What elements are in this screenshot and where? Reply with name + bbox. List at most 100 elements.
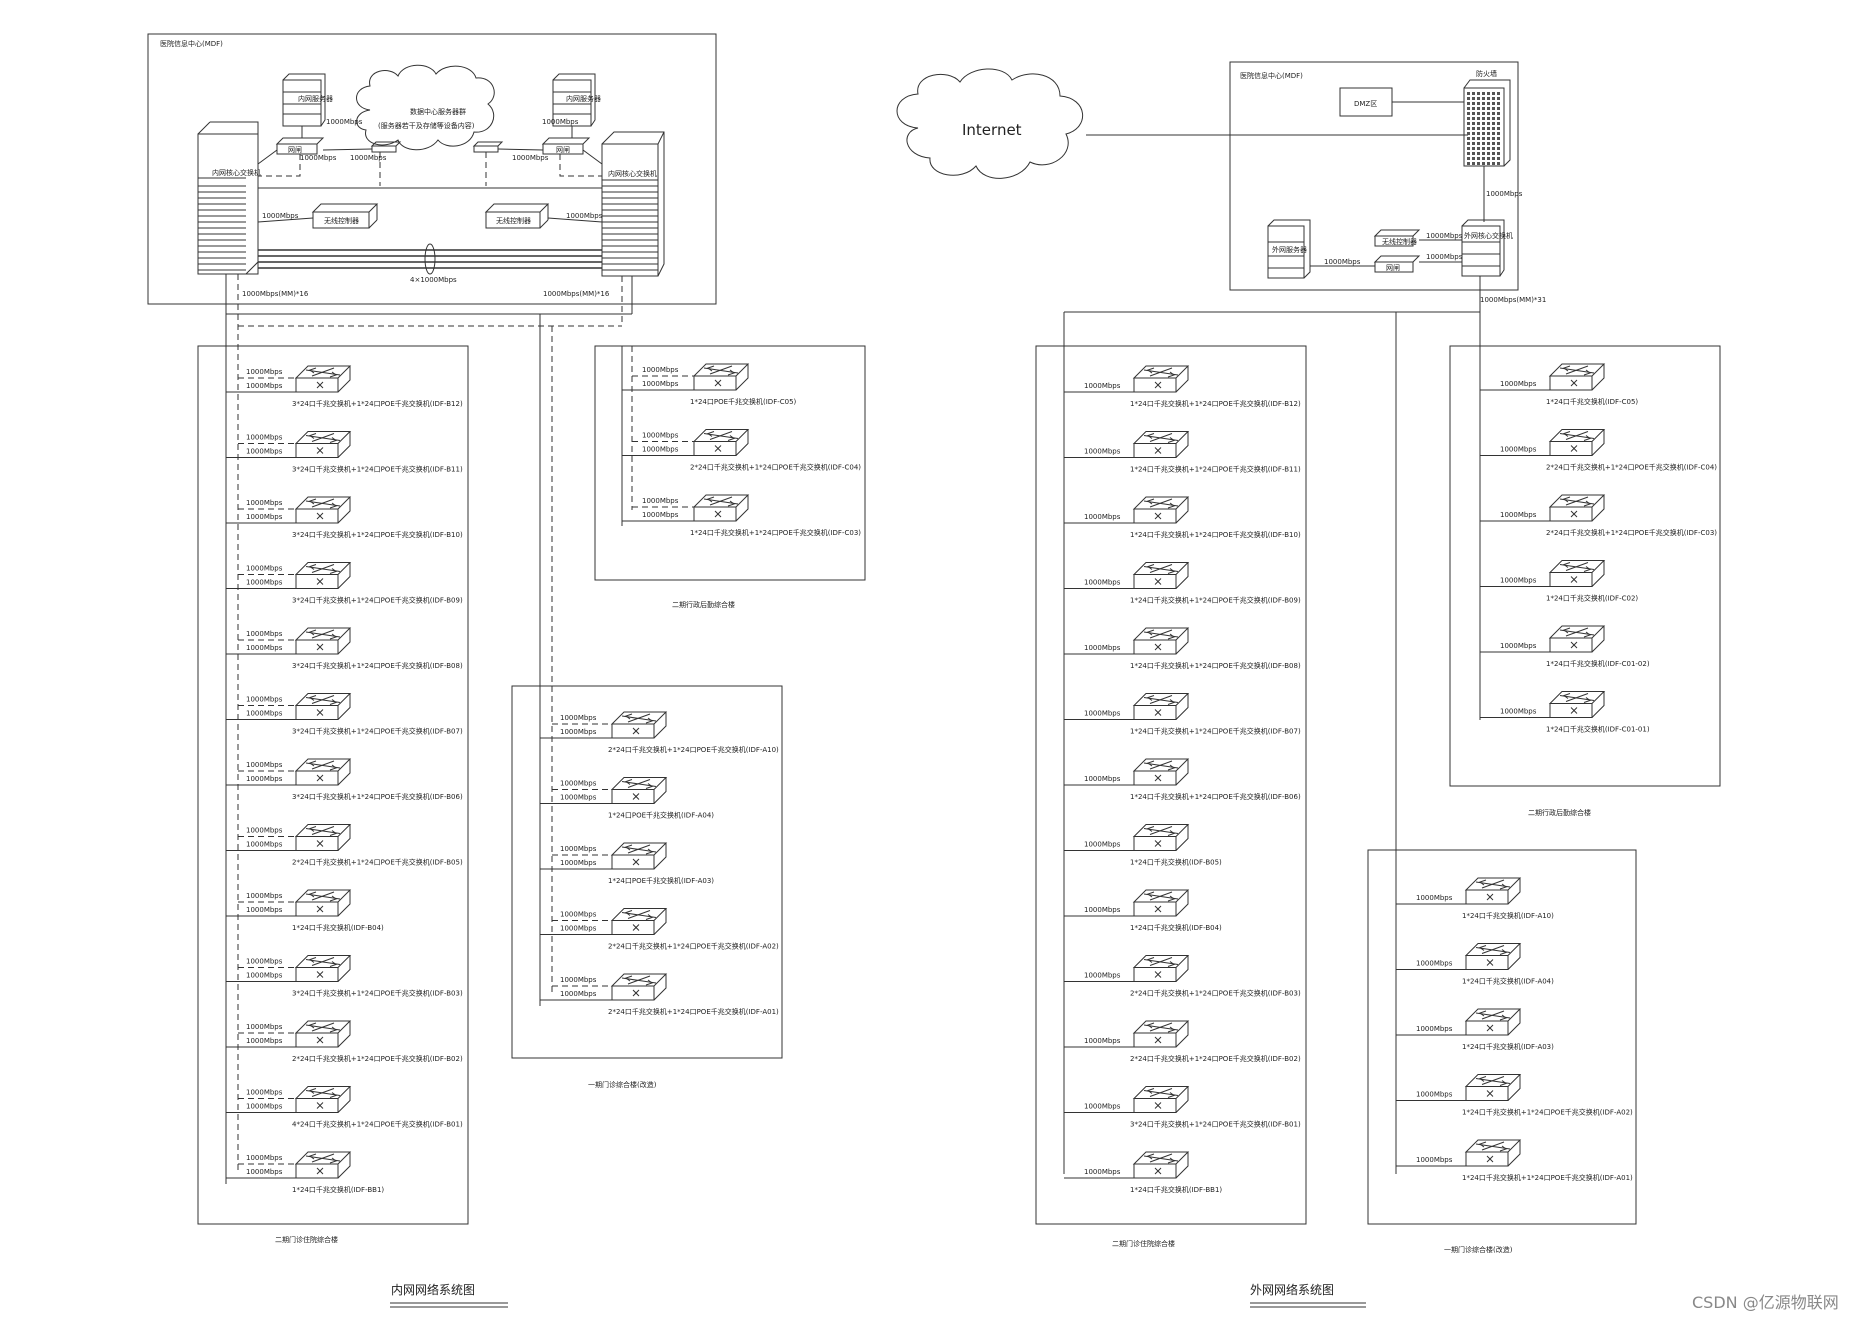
inner-bldg-c-box [594, 345, 866, 581]
outer-a-switch-0 [1464, 877, 1522, 905]
outer-a-speed-solid-1: 1000Mbps [1416, 960, 1453, 968]
inner-b-switch-label-8: 1*24口千兆交换机(IDF-B04) [292, 923, 384, 932]
inner-b-switch-label-4: 3*24口千兆交换机+1*24口POE千兆交换机(IDF-B08) [292, 661, 463, 670]
inner-server-left-label: 内网服务器 [298, 94, 333, 103]
outer-speed-fw: 1000Mbps [1486, 190, 1523, 198]
inner-b-switch-label-1: 3*24口千兆交换机+1*24口POE千兆交换机(IDF-B11) [292, 465, 463, 474]
outer-b-speed-solid-3: 1000Mbps [1084, 579, 1121, 587]
outer-server-label: 外网服务器 [1272, 245, 1307, 254]
inner-wireless-right: 无线控制器 [484, 203, 550, 229]
inner-a-speed-solid-4: 1000Mbps [560, 990, 597, 998]
outer-b-switch-label-5: 1*24口千兆交换机+1*24口POE千兆交换机(IDF-B07) [1130, 727, 1301, 736]
outer-a-switch-label-4: 1*24口千兆交换机+1*24口POE千兆交换机(IDF-A01) [1462, 1173, 1633, 1182]
inner-b-speed-dash-11: 1000Mbps [246, 1089, 283, 1097]
outer-b-speed-solid-0: 1000Mbps [1084, 382, 1121, 390]
inner-b-speed-dash-3: 1000Mbps [246, 565, 283, 573]
inner-b-switch-label-6: 3*24口千兆交换机+1*24口POE千兆交换机(IDF-B06) [292, 792, 463, 801]
watermark: CSDN @亿源物联网 [1692, 1293, 1839, 1312]
outer-b-switch-8 [1132, 889, 1190, 917]
inner-a-switch-label-3: 2*24口千兆交换机+1*24口POE千兆交换机(IDF-A02) [608, 942, 779, 951]
outer-a-speed-solid-2: 1000Mbps [1416, 1025, 1453, 1033]
inner-gateway-right: 网闸 [541, 137, 591, 155]
outer-c-switch-label-2: 2*24口千兆交换机+1*24口POE千兆交换机(IDF-C03) [1546, 528, 1717, 537]
dmz-label: DMZ区 [1354, 100, 1377, 108]
inner-core-switch-left: 内网核心交换机 [197, 121, 261, 275]
inner-b-speed-dash-2: 1000Mbps [246, 499, 283, 507]
outer-core-switch: 外网核心交换机 [1461, 219, 1513, 277]
outer-c-speed-solid-3: 1000Mbps [1500, 577, 1537, 585]
inner-a-switch-2 [610, 842, 668, 870]
inner-c-switch-0 [692, 363, 750, 391]
inner-b-speed-solid-6: 1000Mbps [246, 775, 283, 783]
inner-core-switch-right: 内网核心交换机 [601, 131, 665, 277]
inner-c-speed-solid-2: 1000Mbps [642, 511, 679, 519]
outer-mdf-box [1229, 61, 1519, 291]
outer-b-switch-4 [1132, 627, 1190, 655]
outer-b-switch-label-10: 2*24口千兆交换机+1*24口POE千兆交换机(IDF-B02) [1130, 1054, 1301, 1063]
inner-a-speed-dash-4: 1000Mbps [560, 976, 597, 984]
inner-b-speed-dash-9: 1000Mbps [246, 958, 283, 966]
inner-b-switch-4 [294, 627, 352, 655]
outer-b-switch-0 [1132, 365, 1190, 393]
inner-wireless-right-label: 无线控制器 [496, 216, 531, 225]
inner-gateway-left: 网闸 [275, 137, 325, 155]
outer-b-switch-label-2: 1*24口千兆交换机+1*24口POE千兆交换机(IDF-B10) [1130, 530, 1301, 539]
inner-b-switch-5 [294, 693, 352, 720]
outer-b-switch-label-4: 1*24口千兆交换机+1*24口POE千兆交换机(IDF-B08) [1130, 661, 1301, 670]
inner-b-speed-solid-7: 1000Mbps [246, 841, 283, 849]
inner-b-switch-label-2: 3*24口千兆交换机+1*24口POE千兆交换机(IDF-B10) [292, 530, 463, 539]
outer-c-speed-solid-2: 1000Mbps [1500, 511, 1537, 519]
inner-b-speed-solid-9: 1000Mbps [246, 972, 283, 980]
outer-c-switch-label-4: 1*24口千兆交换机(IDF-C01-02) [1546, 659, 1650, 668]
inner-c-speed-dash-1: 1000Mbps [642, 432, 679, 440]
inner-b-switch-label-9: 3*24口千兆交换机+1*24口POE千兆交换机(IDF-B03) [292, 989, 463, 998]
inner-c-switch-label-2: 1*24口千兆交换机+1*24口POE千兆交换机(IDF-C03) [690, 528, 861, 537]
outer-b-switch-9 [1132, 955, 1190, 982]
outer-gateway-label: 网闸 [1386, 264, 1400, 272]
outer-title: 外网网络系统图 [1250, 1282, 1334, 1297]
outer-b-speed-solid-2: 1000Mbps [1084, 513, 1121, 521]
inner-c-switch-2 [692, 494, 750, 522]
inner-b-switch-label-3: 3*24口千兆交换机+1*24口POE千兆交换机(IDF-B09) [292, 596, 463, 605]
outer-c-switch-3 [1548, 560, 1606, 587]
inner-b-switch-label-7: 2*24口千兆交换机+1*24口POE千兆交换机(IDF-B05) [292, 858, 463, 867]
outer-b-speed-solid-4: 1000Mbps [1084, 644, 1121, 652]
inner-uplink-right: 1000Mbps(MM)*16 [543, 290, 610, 298]
inner-a-switch-label-2: 1*24口POE千兆交换机(IDF-A03) [608, 876, 714, 885]
outer-b-speed-solid-6: 1000Mbps [1084, 775, 1121, 783]
outer-b-switch-label-8: 1*24口千兆交换机(IDF-B04) [1130, 923, 1222, 932]
inner-b-speed-solid-11: 1000Mbps [246, 1103, 283, 1111]
inner-speed-wl-right: 1000Mbps [566, 212, 603, 220]
outer-c-switch-label-0: 1*24口千兆交换机(IDF-C05) [1546, 397, 1638, 406]
outer-b-switch-label-0: 1*24口千兆交换机+1*24口POE千兆交换机(IDF-B12) [1130, 399, 1301, 408]
inner-server-right-label: 内网服务器 [566, 94, 601, 103]
internet-cloud: Internet [896, 68, 1083, 179]
outer-a-switch-4 [1464, 1139, 1522, 1167]
inner-c-speed-solid-0: 1000Mbps [642, 380, 679, 388]
inner-uplink-left: 1000Mbps(MM)*16 [242, 290, 309, 298]
inner-speed-wl-left: 1000Mbps [262, 212, 299, 220]
inner-b-switch-label-10: 2*24口千兆交换机+1*24口POE千兆交换机(IDF-B02) [292, 1054, 463, 1063]
inner-title: 内网网络系统图 [391, 1282, 475, 1297]
inner-a-speed-dash-1: 1000Mbps [560, 780, 597, 788]
outer-core-label: 外网核心交换机 [1464, 231, 1513, 240]
inner-b-switch-1 [294, 431, 352, 458]
inner-a-speed-solid-3: 1000Mbps [560, 925, 597, 933]
inner-b-switch-8 [294, 889, 352, 917]
outer-a-speed-solid-0: 1000Mbps [1416, 894, 1453, 902]
inner-core-right-label: 内网核心交换机 [608, 169, 657, 178]
inner-a-speed-dash-2: 1000Mbps [560, 845, 597, 853]
outer-b-switch-label-9: 2*24口千兆交换机+1*24口POE千兆交换机(IDF-B03) [1130, 989, 1301, 998]
outer-b-switch-label-6: 1*24口千兆交换机+1*24口POE千兆交换机(IDF-B06) [1130, 792, 1301, 801]
inner-a-speed-dash-0: 1000Mbps [560, 714, 597, 722]
inner-b-switch-2 [294, 496, 352, 524]
inner-b-speed-dash-7: 1000Mbps [246, 827, 283, 835]
inner-speed-cl-right: 1000Mbps [512, 154, 549, 162]
outer-bldg-b-box [1035, 345, 1307, 1225]
firewall-icon: 防火墙 [1463, 69, 1511, 167]
outer-b-switch-5 [1132, 693, 1190, 720]
inner-mdf-label: 医院信息中心(MDF) [160, 39, 223, 48]
inner-bldg-a-name: 一期门诊综合楼(改造) [588, 1080, 657, 1089]
inner-b-speed-solid-3: 1000Mbps [246, 579, 283, 587]
